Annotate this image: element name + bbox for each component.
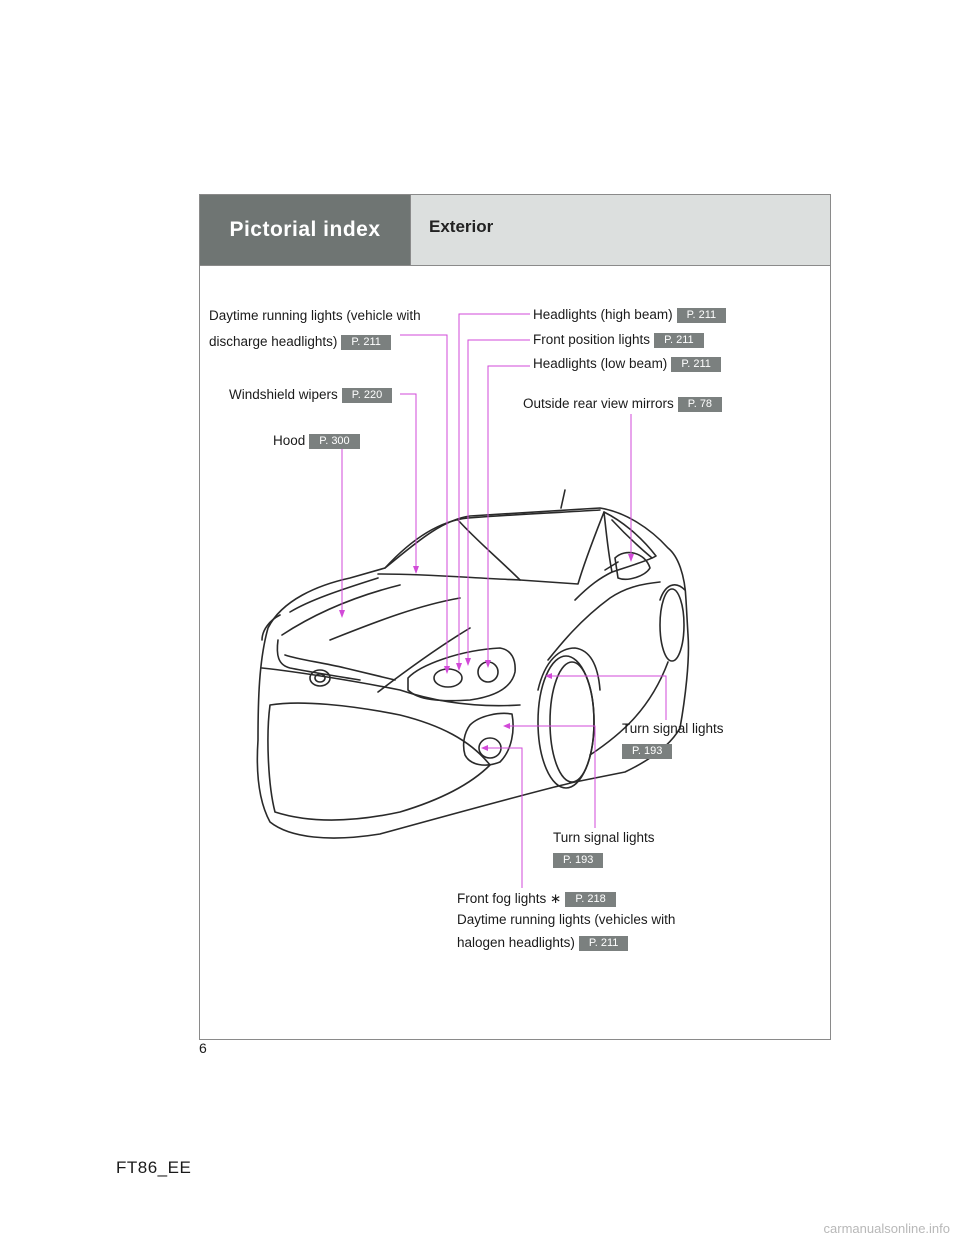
leader-lines [341, 313, 667, 888]
page-ref-mirrors[interactable]: P. 78 [677, 397, 723, 412]
page-title-bar: Exterior [410, 195, 830, 265]
page-ref-hood[interactable]: P. 300 [309, 434, 360, 449]
page-number: 6 [199, 1040, 207, 1056]
leader-arrowheads [339, 554, 634, 751]
page-ref-fog[interactable]: P. 218 [565, 892, 616, 907]
page-ref-low-beam[interactable]: P. 211 [671, 357, 721, 372]
content-frame: Pictorial index Exterior [199, 194, 831, 1040]
label-fog-drl-halogen: Front fog lights ∗P. 218 Daytime running… [457, 891, 676, 951]
page-ref-drl-discharge[interactable]: P. 211 [341, 335, 391, 350]
label-drl-discharge: Daytime running lights (vehicle with dis… [209, 308, 421, 350]
section-header: Pictorial index [200, 195, 410, 265]
label-high-beam: Headlights (high beam)P. 211 [533, 306, 727, 324]
section-title: Pictorial index [229, 218, 381, 241]
page-title: Exterior [429, 217, 494, 236]
page-ref-wipers[interactable]: P. 220 [341, 388, 393, 403]
page-ref-high-beam[interactable]: P. 211 [676, 308, 727, 323]
label-low-beam: Headlights (low beam)P. 211 [533, 355, 721, 373]
page-ref-drl-halogen[interactable]: P. 211 [578, 936, 629, 951]
page-ref-turn-signal-front[interactable]: P. 193 [553, 853, 604, 868]
header-divider [200, 265, 830, 266]
page-ref-front-position[interactable]: P. 211 [654, 333, 704, 348]
label-turn-signal-side: Turn signal lights P. 193 [622, 721, 724, 759]
watermark: carmanualsonline.info [823, 1221, 950, 1236]
footer-code: FT86_EE [116, 1158, 192, 1177]
label-turn-signal-front: Turn signal lights P. 193 [553, 830, 655, 868]
page-ref-turn-signal-side[interactable]: P. 193 [622, 744, 673, 759]
